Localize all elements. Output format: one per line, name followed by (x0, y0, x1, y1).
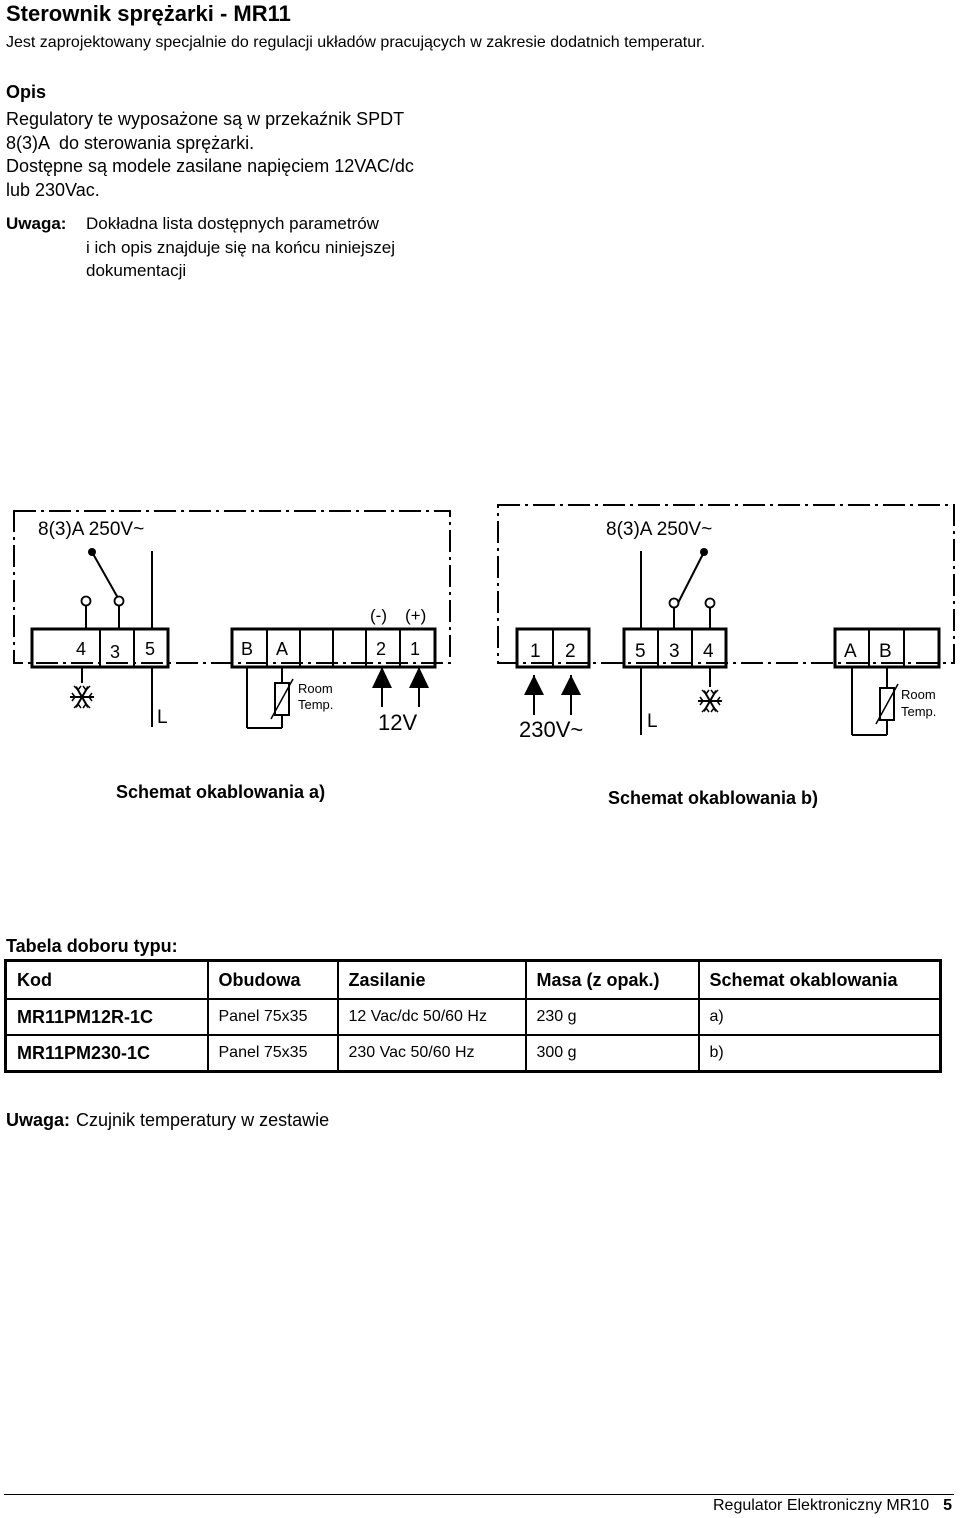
supply-arrow-icon (372, 667, 392, 688)
terminal: B (241, 639, 253, 659)
sensor-label: Room (298, 681, 333, 696)
supply-label: 12V (378, 710, 417, 735)
opis-line: Regulatory te wyposażone są w przekaźnik… (6, 109, 405, 129)
table-header: Obudowa (206, 959, 339, 1000)
table-cell: Panel 75x35 (206, 1034, 339, 1073)
note-parameters: Uwaga: Dokładna lista dostępnych paramet… (6, 212, 486, 283)
line-label: L (647, 711, 658, 732)
table-cell: 300 g (524, 1034, 700, 1073)
terminal: 3 (110, 642, 120, 662)
terminal: A (276, 639, 288, 659)
diagram-a-relay-label: 8(3)A 250V~ (38, 519, 144, 540)
compressor-snowflake-icon (69, 685, 95, 709)
diagram-a-caption: Schemat okablowania a) (116, 782, 326, 802)
table-cell: 230 g (524, 998, 700, 1036)
table-cell: 230 Vac 50/60 Hz (336, 1034, 527, 1073)
footer-divider (4, 1494, 954, 1495)
terminal: 5 (145, 639, 155, 659)
diagram-b: 8(3)A 250V~ 1 2 5 3 4 A B 230V~ L (497, 504, 955, 742)
supply-arrow-icon (524, 675, 544, 695)
note-text: Czujnik temperatury w zestawie (76, 1110, 330, 1130)
table-row: MR11PM12R-1C Panel 75x35 12 Vac/dc 50/60… (4, 998, 942, 1036)
note-sensor-included: Uwaga:Czujnik temperatury w zestawie (6, 1110, 329, 1131)
relay-contact-nc (80, 595, 92, 607)
opis-line: 8(3)A do sterowania sprężarki. (6, 132, 255, 153)
supply-arrow-icon (409, 667, 429, 688)
note-line: i ich opis znajduje się na końcu niniejs… (86, 237, 396, 257)
terminal: 1 (410, 639, 420, 659)
terminal: 2 (376, 639, 386, 659)
note-label: Uwaga: (6, 1110, 71, 1130)
terminal-block-relay (622, 627, 728, 669)
terminal: 5 (635, 641, 646, 662)
terminal: 2 (565, 641, 576, 662)
table-header: Schemat okablowania (697, 959, 942, 1000)
diagram-b-caption: Schemat okablowania b) (608, 788, 819, 808)
relay-contact (704, 597, 716, 609)
page-footer: Regulator Elektroniczny MR10 5 (713, 1497, 952, 1515)
table-row: MR11PM230-1C Panel 75x35 230 Vac 50/60 H… (4, 1034, 942, 1073)
page-subtitle: Jest zaprojektowany specjalnie do regula… (6, 34, 706, 51)
table-header: Zasilanie (336, 959, 527, 1000)
opis-line: lub 230Vac. (6, 179, 100, 200)
terminal: A (844, 641, 857, 662)
relay-switch-arm (91, 551, 119, 599)
footer-text: Regulator Elektroniczny MR10 (713, 1497, 930, 1514)
relay-contact (668, 597, 680, 609)
note-label: Uwaga: (6, 214, 67, 233)
sensor-label: Temp. (298, 697, 333, 712)
opis-heading: Opis (6, 82, 47, 102)
terminal: 4 (76, 639, 86, 659)
note-text: Dokładna lista dostępnych parametrów i i… (86, 212, 486, 283)
sensor-label: Temp. (901, 704, 936, 719)
note-line: dokumentacji (86, 261, 187, 280)
supply-label: 230V~ (519, 717, 583, 742)
opis-paragraph: Regulatory te wyposażone są w przekaźnik… (6, 108, 486, 202)
terminal: 4 (703, 641, 714, 662)
table-cell: b) (697, 1034, 942, 1073)
diagram-a: 8(3)A 250V~ 4 3 5 B A 2 1 (-) (+) L (13, 510, 451, 735)
wiring-diagrams: 8(3)A 250V~ 4 3 5 B A 2 1 (-) (+) L (13, 504, 955, 742)
page-number: 5 (943, 1497, 952, 1514)
type-selection-table: Kod Obudowa Zasilanie Masa (z opak.) Sch… (4, 959, 942, 1073)
table-header-row: Kod Obudowa Zasilanie Masa (z opak.) Sch… (4, 959, 942, 1000)
diagram-b-relay-label: 8(3)A 250V~ (606, 519, 712, 540)
relay-switch-arm (675, 551, 705, 608)
polarity-minus: (-) (370, 606, 387, 625)
table-header: Kod (4, 959, 209, 1000)
line-label: L (157, 707, 168, 728)
terminal: 1 (530, 641, 541, 662)
table-cell: MR11PM230-1C (4, 1034, 209, 1073)
supply-arrow-icon (561, 675, 581, 695)
opis-line: Dostępne są modele zasilane napięciem 12… (6, 156, 414, 176)
note-line: Dokładna lista dostępnych parametrów (86, 214, 379, 233)
terminal: B (879, 641, 892, 662)
table-cell: MR11PM12R-1C (4, 998, 209, 1036)
compressor-snowflake-icon (697, 689, 723, 713)
relay-contact-no (113, 595, 125, 607)
terminal: 3 (669, 641, 680, 662)
polarity-plus: (+) (405, 606, 426, 625)
table-cell: Panel 75x35 (206, 998, 339, 1036)
table-header: Masa (z opak.) (524, 959, 700, 1000)
page-title: Sterownik sprężarki - MR11 (6, 1, 291, 26)
table-cell: a) (697, 998, 942, 1036)
table-title: Tabela doboru typu: (6, 936, 178, 956)
table-cell: 12 Vac/dc 50/60 Hz (336, 998, 527, 1036)
sensor-label: Room (901, 687, 936, 702)
